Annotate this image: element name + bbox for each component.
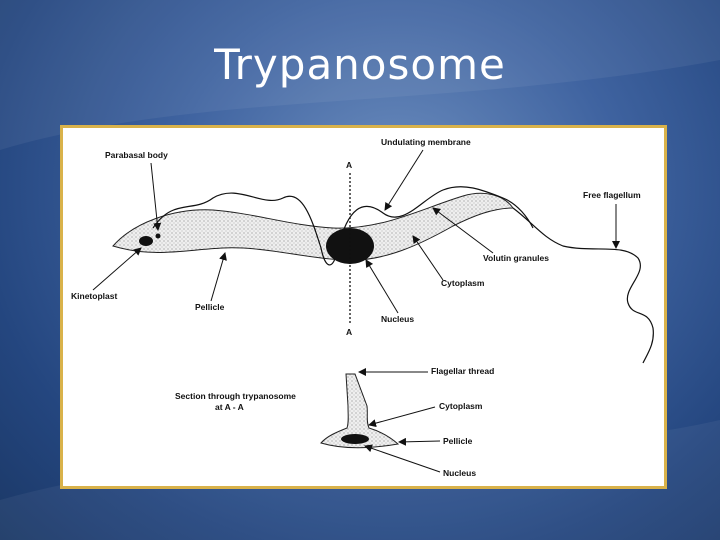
label-section-bottom: A xyxy=(346,327,352,337)
label-free-flagellum: Free flagellum xyxy=(583,190,641,200)
slide-title: Trypanosome xyxy=(214,40,506,89)
free-flagellum xyxy=(512,207,654,364)
arrow-pellicle xyxy=(210,252,227,302)
arrow-cytoplasm xyxy=(412,235,444,281)
label-section-nucleus: Nucleus xyxy=(443,468,476,478)
label-undulating-membrane: Undulating membrane xyxy=(381,137,471,147)
parabasal-body xyxy=(155,233,161,239)
cell-body xyxy=(112,192,514,261)
arrow-section-nucleus xyxy=(364,444,441,473)
label-cytoplasm: Cytoplasm xyxy=(441,278,485,288)
section-nucleus xyxy=(341,434,369,444)
label-parabasal-body: Parabasal body xyxy=(105,150,168,160)
arrow-section-cytoplasm xyxy=(368,406,436,428)
diagram-frame: Parabasal body Undulating membrane Free … xyxy=(60,125,667,489)
label-section-top: A xyxy=(346,160,352,170)
label-section-title-2: at A - A xyxy=(215,402,244,412)
label-flagellar-thread: Flagellar thread xyxy=(431,366,494,376)
arrow-parabasal-body xyxy=(150,162,162,231)
trypanosome-diagram: Parabasal body Undulating membrane Free … xyxy=(71,137,654,478)
label-kinetoplast: Kinetoplast xyxy=(71,291,117,301)
section-shape xyxy=(320,373,400,449)
arrow-volutin-granules xyxy=(432,207,494,254)
arrow-section-pellicle xyxy=(398,437,441,446)
label-section-pellicle: Pellicle xyxy=(443,436,473,446)
arrow-nucleus xyxy=(365,259,399,314)
arrow-kinetoplast xyxy=(92,247,142,291)
label-volutin-granules: Volutin granules xyxy=(483,253,549,263)
label-section-title-1: Section through trypanosome xyxy=(175,391,296,401)
kinetoplast xyxy=(139,236,153,246)
arrow-undulating-membrane xyxy=(384,149,424,211)
label-nucleus: Nucleus xyxy=(381,314,414,324)
label-section-cytoplasm: Cytoplasm xyxy=(439,401,483,411)
label-pellicle: Pellicle xyxy=(195,302,225,312)
